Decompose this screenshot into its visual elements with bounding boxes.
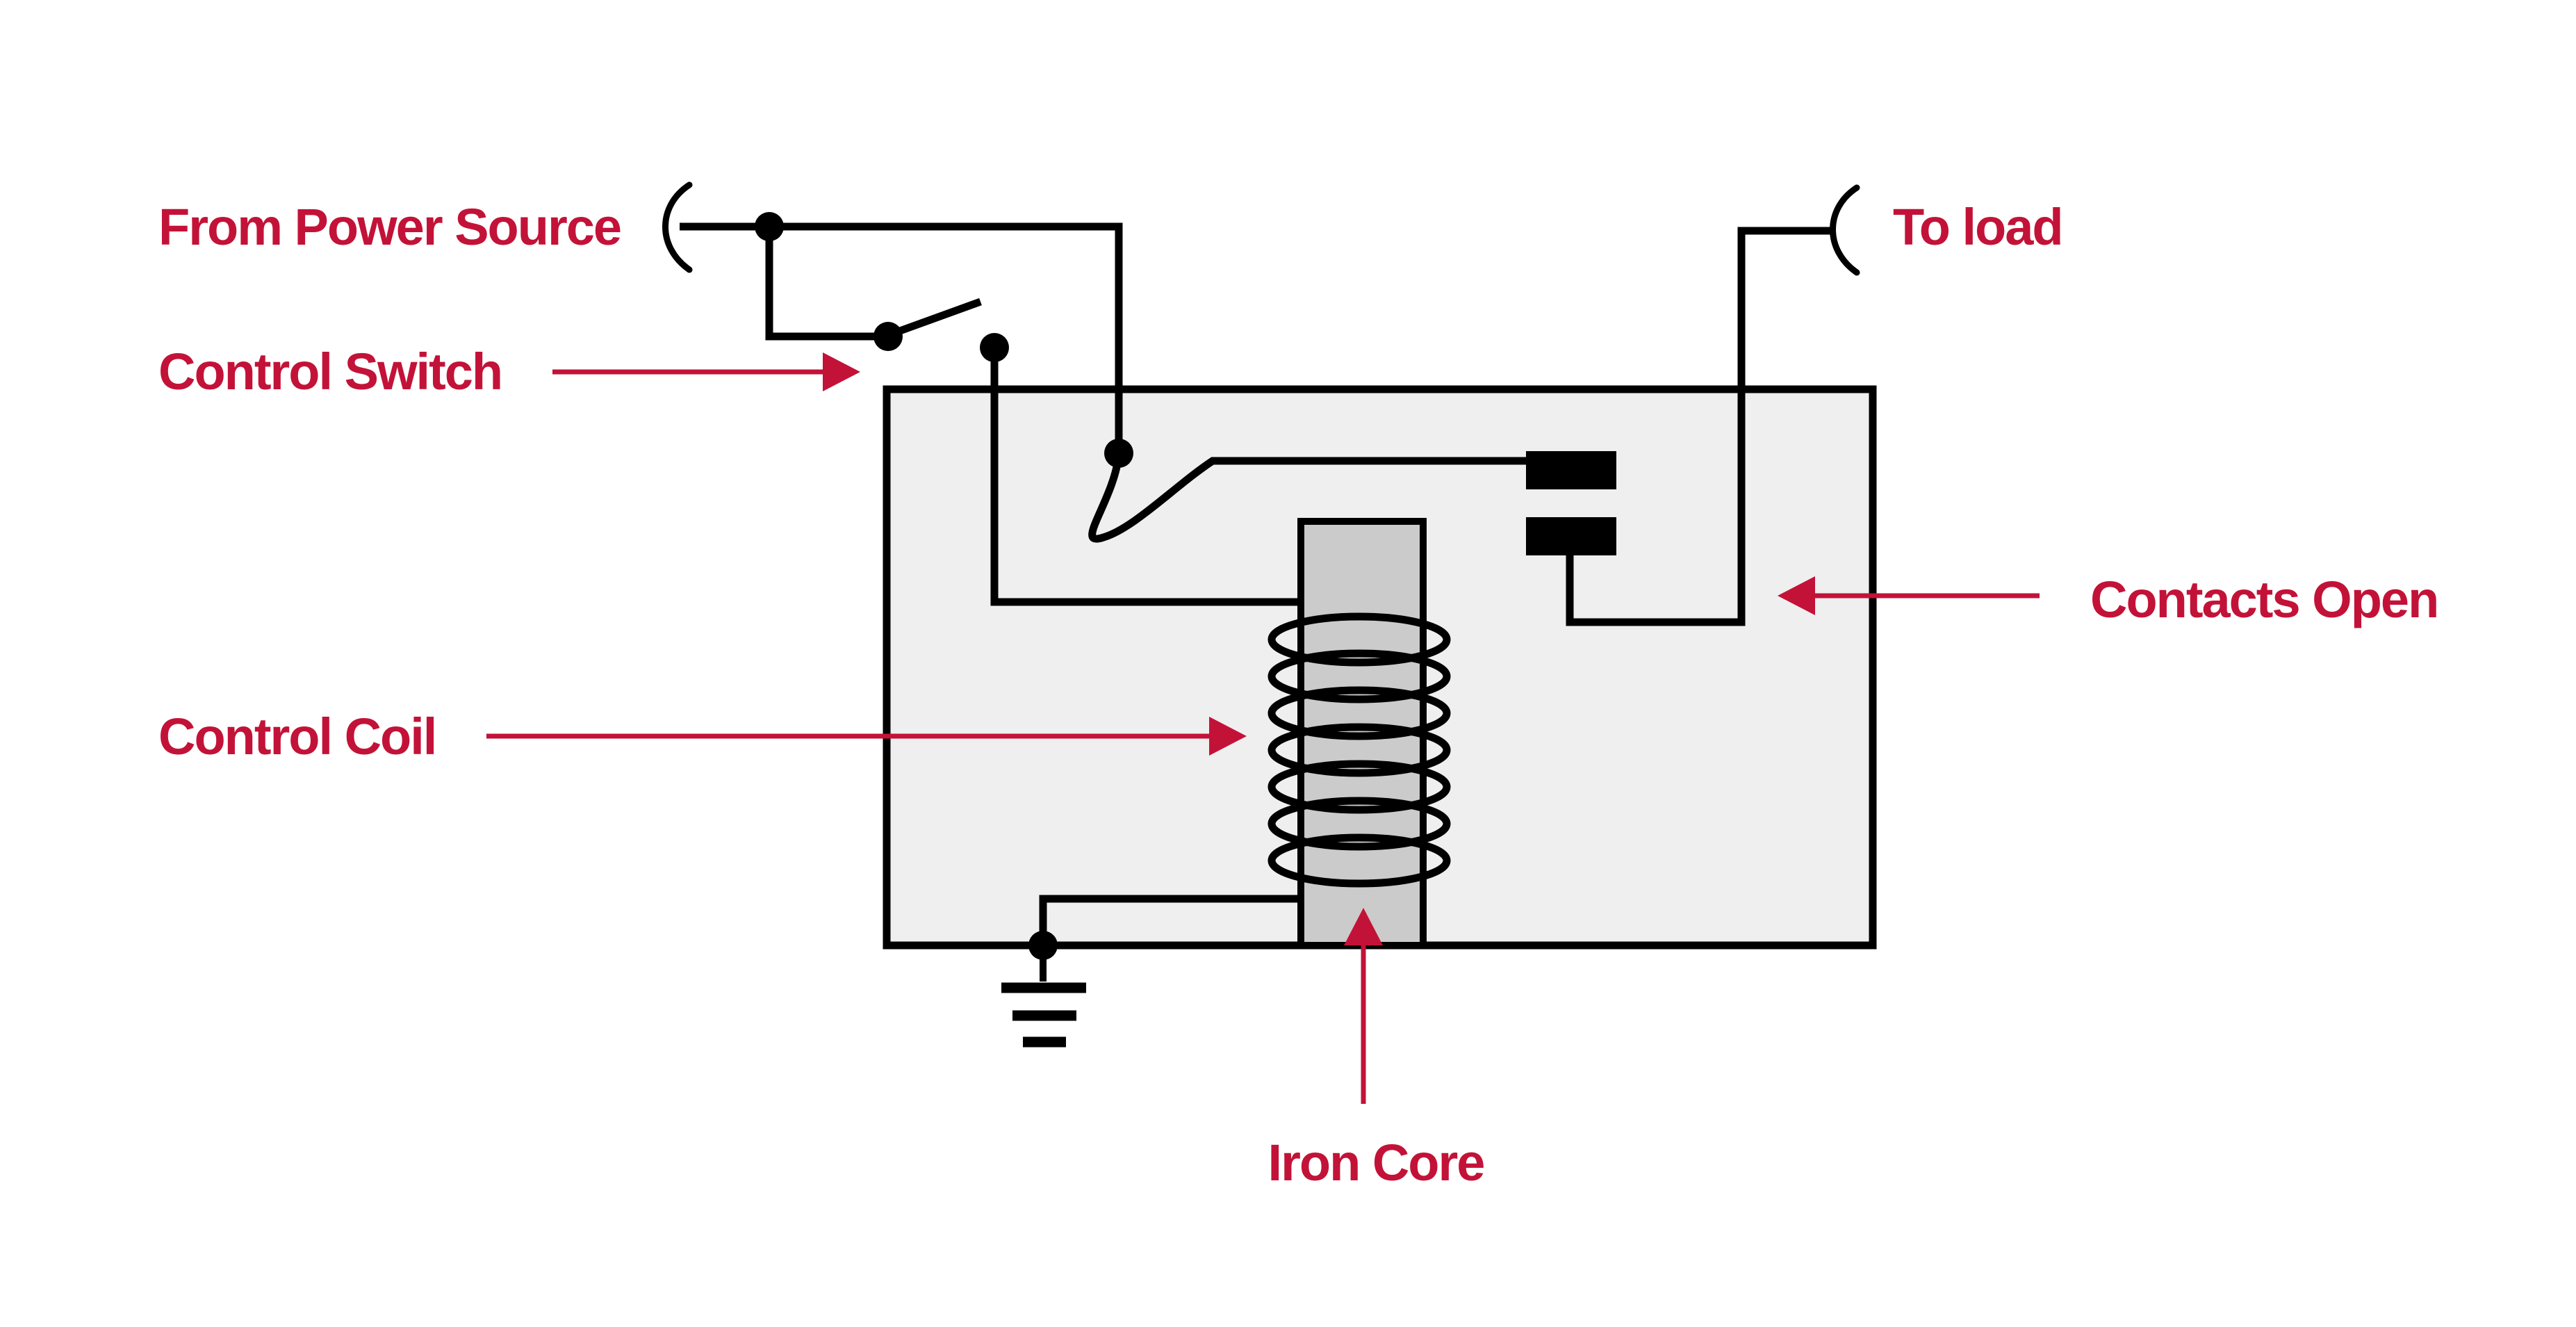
control-coil-loop [1268,723,1451,777]
control-coil-loop [1268,649,1451,703]
label-control-switch: Control Switch [158,343,502,400]
control-switch-arrowhead-icon [823,352,860,391]
ground-junction-dot [1028,931,1058,960]
contacts-open-arrowhead-icon [1778,576,1815,615]
ground-symbol [1001,945,1086,1048]
iron-core-arrow [1344,908,1383,1104]
fixed-contact-lower [1526,517,1616,555]
control-coil-loop [1268,612,1451,667]
label-to-load: To load [1893,198,2062,256]
contacts-open-arrow [1778,576,2040,615]
control-coil-loop [1268,833,1451,888]
load-wire [1566,227,1836,626]
switch-right-terminal-dot [980,333,1009,362]
control-coil-loop [1268,797,1451,851]
label-from-power-source: From Power Source [158,198,621,256]
switch-arm [891,298,982,338]
coil-ground-wire [1039,895,1304,943]
armature-pivot-dot [1104,439,1133,468]
label-control-coil: Control Coil [158,708,436,765]
power-source-break-mark [662,181,693,273]
control-coil-loop [1268,760,1451,814]
control-switch-arrow [552,352,860,391]
coil-input-wire [990,351,1304,606]
power-junction-dot [755,212,784,241]
control-coil-arrow [486,717,1247,756]
iron-core-arrowhead-icon [1344,908,1383,945]
load-break-mark [1830,184,1860,276]
label-iron-core: Iron Core [1268,1134,1484,1191]
control-coil [1268,612,1451,888]
label-contacts-open: Contacts Open [2090,571,2438,628]
switch-branch-wire [765,227,884,341]
control-coil-loop [1268,686,1451,740]
fixed-contact-upper [1526,451,1616,489]
power-wire [680,222,1123,441]
armature-contact-arm [1088,455,1526,543]
control-coil-arrowhead-icon [1209,717,1247,756]
switch-left-terminal-dot [873,322,903,351]
